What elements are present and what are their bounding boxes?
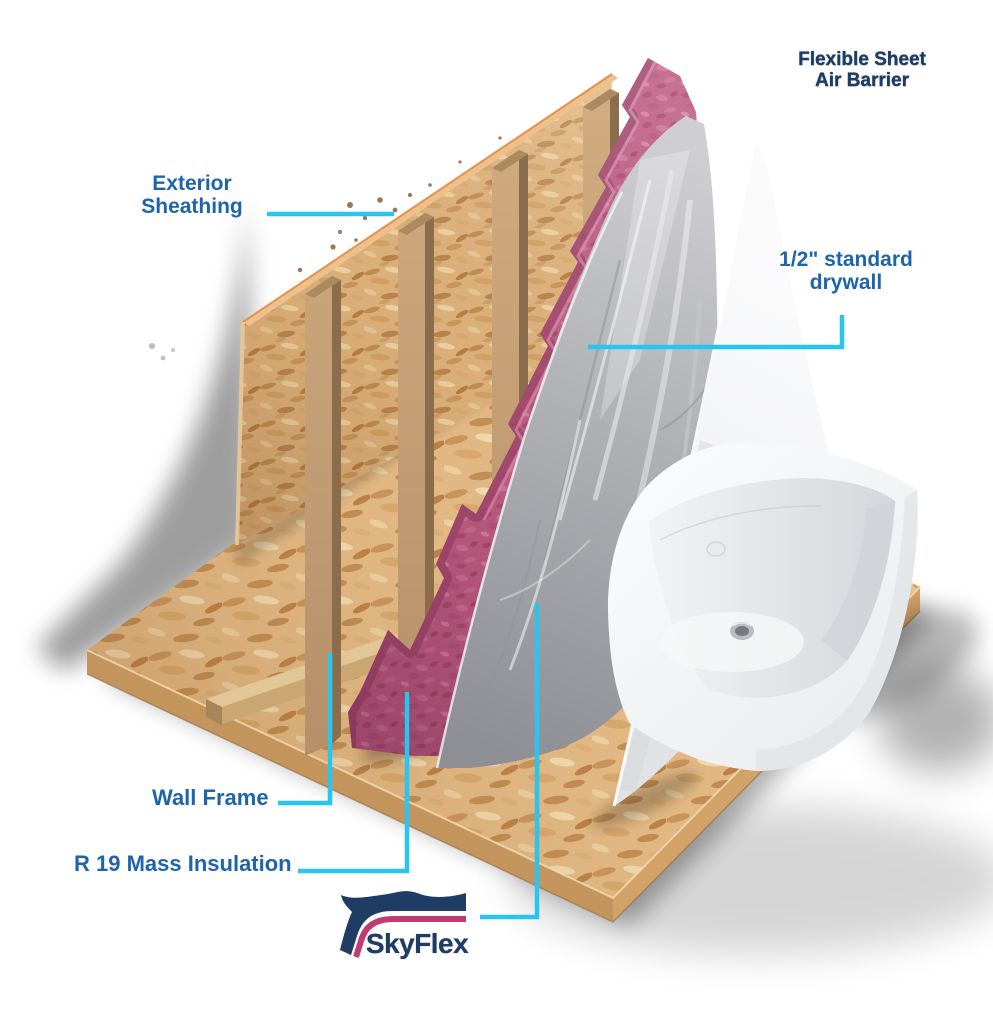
label-air-barrier: Flexible Sheet Air Barrier [798, 49, 926, 92]
tub-overflow [706, 541, 726, 557]
leader-wall-frame [278, 653, 333, 806]
label-insulation: R 19 Mass Insulation [74, 851, 292, 876]
wall-stud [305, 276, 341, 756]
panel-top-edge [243, 74, 618, 326]
label-line: 1/2" standard [779, 248, 913, 271]
bathtub [607, 441, 918, 771]
label-line: R 19 Mass Insulation [74, 851, 292, 876]
leader-skyflex [480, 603, 540, 920]
wall-stud [398, 213, 434, 706]
brand-name: SkyFlex [365, 928, 469, 959]
logo-sheet-shape [340, 891, 466, 955]
label-drywall: 1/2" standard drywall [779, 248, 913, 294]
label-line: Sheathing [141, 195, 243, 219]
label-line: Air Barrier [815, 69, 909, 91]
label-line: Wall Frame [152, 785, 269, 810]
skyflex-logo-mark [340, 891, 466, 958]
panel-left-edge [235, 321, 245, 546]
foil-edge-highlight [435, 191, 624, 769]
label-line: Exterior [152, 172, 232, 195]
drywall-shadow [592, 772, 698, 828]
foil-streaks [469, 150, 711, 731]
label-wall-frame: Wall Frame [152, 785, 269, 810]
label-line: drywall [809, 271, 883, 295]
label-line: Flexible Sheet [798, 49, 926, 70]
leader-insulation [298, 692, 410, 874]
skyflex-logo-text: SkyFlex [365, 928, 469, 960]
leader-drywall [588, 315, 845, 350]
leader-lines [267, 211, 845, 920]
tub-drain [730, 622, 754, 640]
osb-chip-specks [297, 136, 502, 273]
logo-magenta-stripe [353, 916, 466, 958]
label-exterior-sheathing: Exterior Sheathing [141, 172, 243, 218]
